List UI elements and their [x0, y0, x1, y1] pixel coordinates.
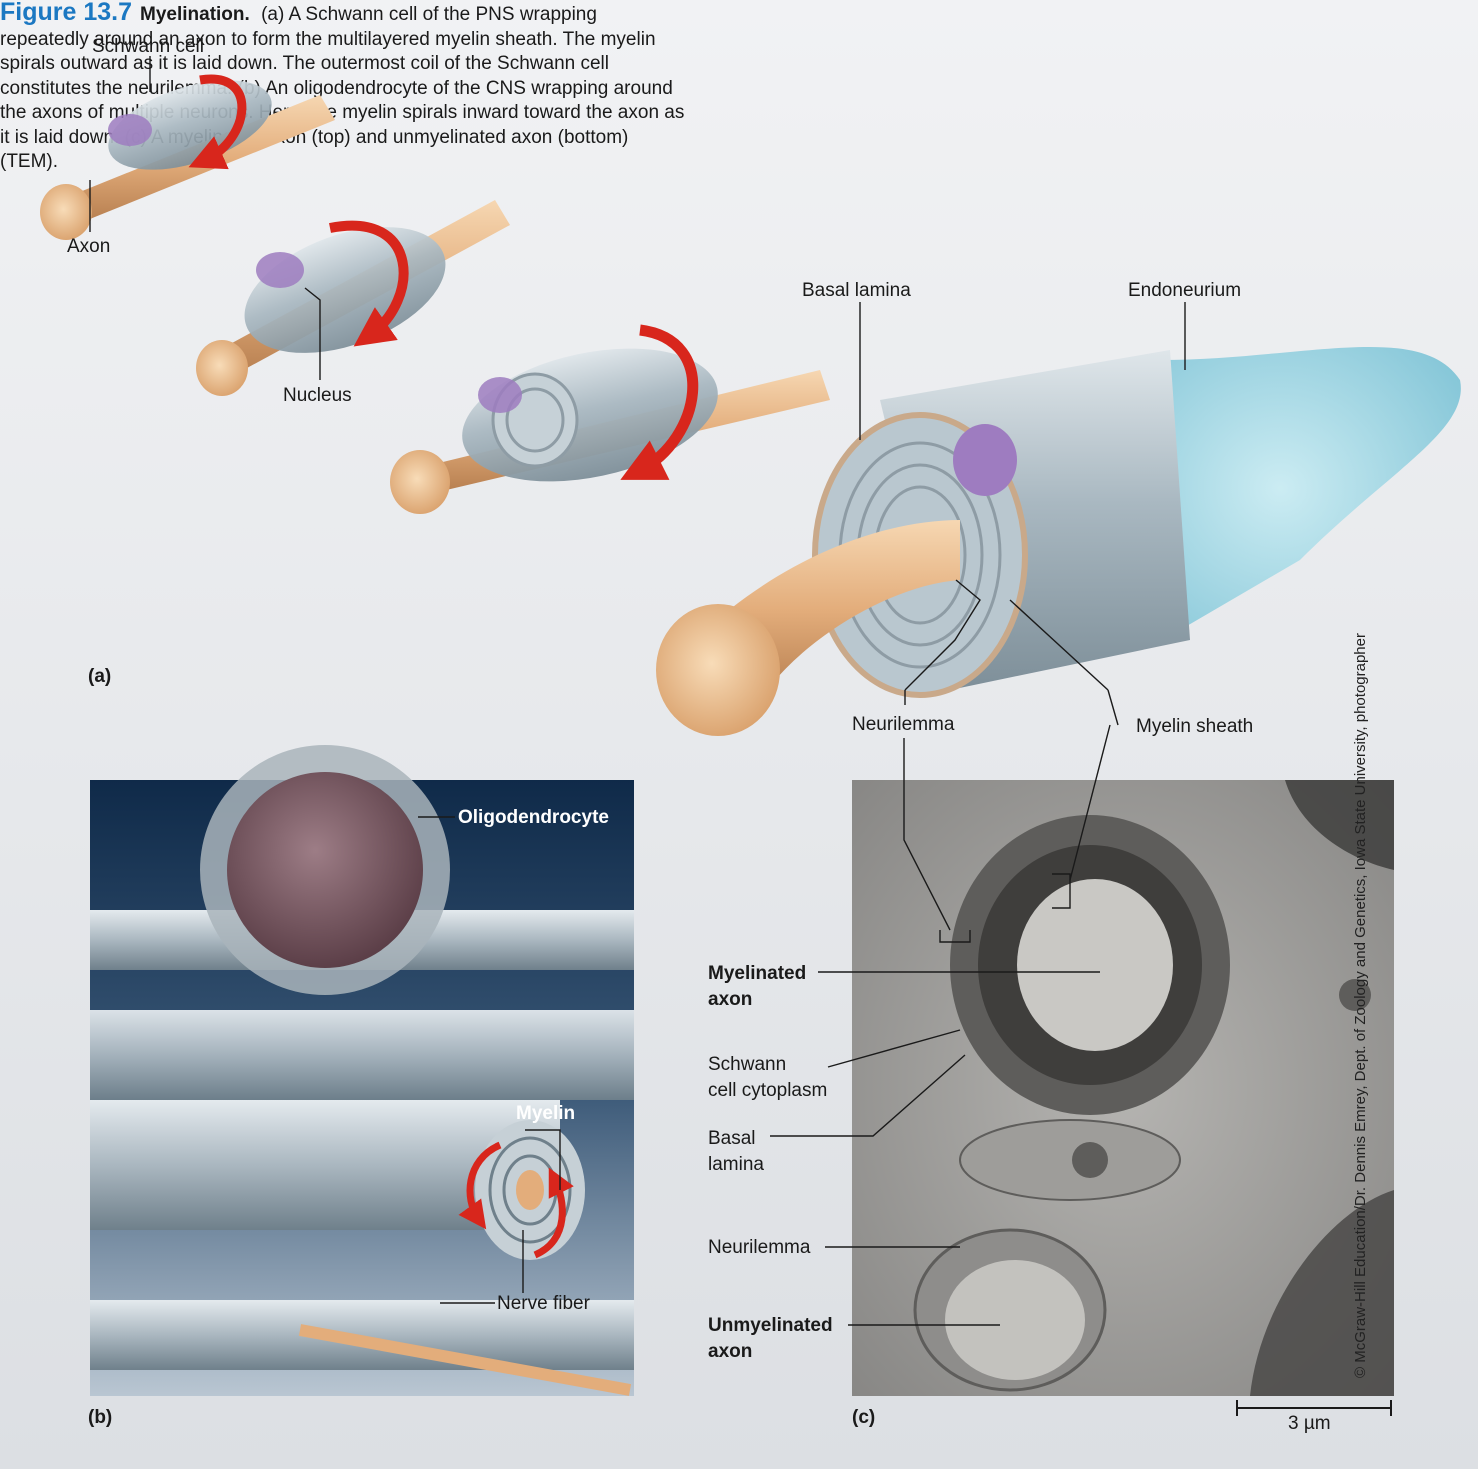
label-axon: Axon: [67, 235, 110, 258]
label-unmyelinated-axon-line2: axon: [708, 1340, 752, 1363]
panel-a-tag: (a): [88, 665, 111, 688]
schwann-stage-3: [390, 327, 830, 514]
panel-b-tag: (b): [88, 1406, 112, 1429]
label-oligodendrocyte: Oligodendrocyte: [458, 806, 609, 829]
label-neurilemma-c: Neurilemma: [708, 1236, 810, 1259]
label-myelinated-axon-line2: axon: [708, 988, 752, 1011]
label-neurilemma-a: Neurilemma: [852, 713, 954, 736]
oligodendrocyte-nucleus: [227, 772, 423, 968]
myelinated-axon-core: [1017, 879, 1173, 1051]
label-myelin: Myelin: [516, 1102, 575, 1125]
label-schwann-cell: Schwann cell: [92, 35, 204, 58]
label-basal-lamina-line2: lamina: [708, 1153, 764, 1176]
label-schwann-cytoplasm-line2: cell cytoplasm: [708, 1079, 827, 1102]
panel-c-tem-micrograph: [852, 780, 1394, 1396]
schwann-stage-2: [196, 200, 510, 396]
label-basal-lamina: Basal lamina: [802, 279, 911, 302]
axon-end: [656, 604, 780, 736]
label-basal-lamina-line1: Basal: [708, 1127, 756, 1150]
photo-credit: © McGraw-Hill Education/Dr. Dennis Emrey…: [1352, 758, 1370, 1378]
panel-c-tag: (c): [852, 1406, 875, 1429]
endoneurium-sheath: [1160, 347, 1461, 630]
label-myelinated-axon-line1: Myelinated: [708, 962, 806, 985]
schwann-stage-1: [40, 63, 335, 240]
scale-bar-label: 3 µm: [1288, 1412, 1331, 1435]
label-unmyelinated-axon-line1: Unmyelinated: [708, 1314, 833, 1337]
label-nerve-fiber: Nerve fiber: [497, 1292, 590, 1315]
label-myelin-sheath: Myelin sheath: [1136, 715, 1253, 738]
label-schwann-cytoplasm-line1: Schwann: [708, 1053, 786, 1076]
label-endoneurium: Endoneurium: [1128, 279, 1241, 302]
label-nucleus: Nucleus: [283, 384, 352, 407]
